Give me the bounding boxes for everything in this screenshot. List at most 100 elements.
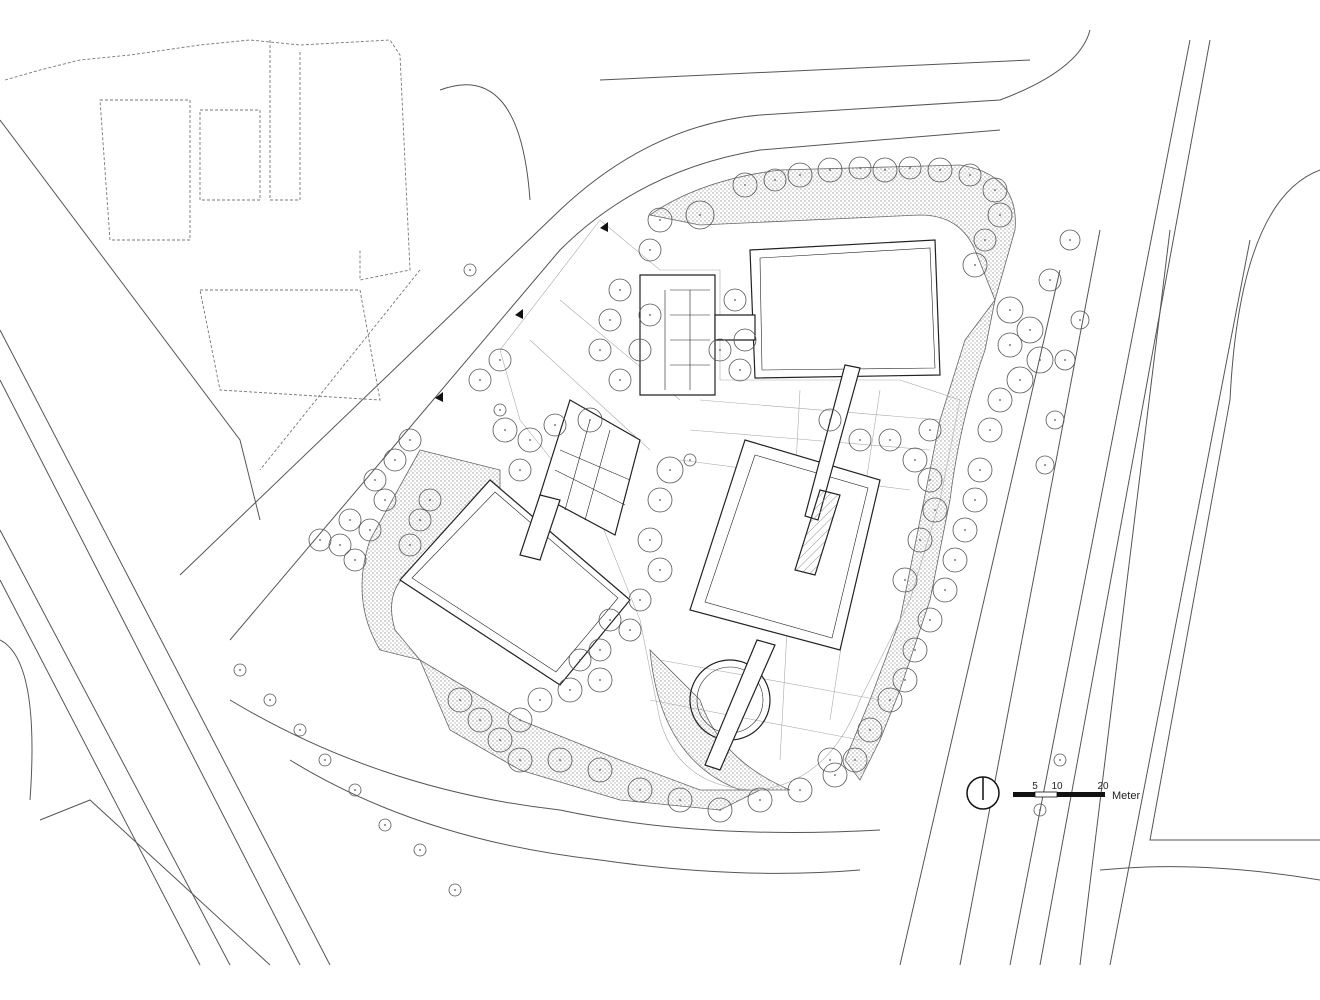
tree-icon	[448, 883, 462, 897]
road-edge-left-1	[0, 119, 261, 521]
tree-trunk-mark	[829, 419, 831, 421]
tree-icon	[587, 667, 613, 693]
tree-trunk-mark	[1054, 419, 1056, 421]
tree-trunk-mark	[759, 799, 761, 801]
tree-icon	[328, 533, 352, 557]
tree-icon	[627, 777, 653, 803]
tree-trunk-mark	[639, 349, 641, 351]
tree-icon	[1016, 316, 1044, 344]
tree-trunk-mark	[1079, 319, 1081, 321]
tree-trunk-mark	[889, 699, 891, 701]
tree-icon	[917, 467, 943, 493]
bottom-road	[229, 699, 881, 833]
road-edge-left-4	[0, 529, 231, 966]
tree-trunk-mark	[384, 824, 386, 826]
tree-trunk-mark	[799, 174, 801, 176]
tree-trunk-mark	[964, 529, 966, 531]
tree-icon	[608, 368, 632, 392]
tree-trunk-mark	[619, 289, 621, 291]
tree-trunk-mark	[854, 759, 856, 761]
tree-trunk-mark	[1064, 359, 1066, 361]
tree-icon	[628, 588, 652, 612]
tree-trunk-mark	[649, 249, 651, 251]
tree-trunk-mark	[649, 314, 651, 316]
tree-icon	[418, 488, 442, 512]
tree-icon	[997, 332, 1023, 358]
tree-trunk-mark	[589, 419, 591, 421]
tree-icon	[1045, 410, 1065, 430]
tree-trunk-mark	[869, 729, 871, 731]
tree-trunk-mark	[1049, 279, 1051, 281]
bottom-road-2	[289, 759, 861, 874]
tree-icon	[787, 162, 813, 188]
tree-trunk-mark	[419, 849, 421, 851]
tree-trunk-mark	[929, 479, 931, 481]
tree-icon	[647, 487, 673, 513]
existing-block-left	[99, 99, 191, 241]
tree-icon	[487, 727, 513, 753]
tree-icon	[907, 527, 933, 553]
tree-icon	[488, 348, 512, 372]
tree-trunk-mark	[919, 539, 921, 541]
tree-icon	[637, 527, 663, 553]
tree-trunk-mark	[559, 759, 561, 761]
rotunda-outer	[689, 659, 771, 741]
tree-trunk-mark	[479, 719, 481, 721]
tree-trunk-mark	[669, 469, 671, 471]
connector-north	[714, 314, 756, 341]
existing-block-strip	[269, 40, 301, 201]
tree-trunk-mark	[599, 349, 601, 351]
tree-trunk-mark	[499, 359, 501, 361]
tree-trunk-mark	[979, 469, 981, 471]
road-edge-left-2	[0, 329, 331, 966]
tree-trunk-mark	[929, 619, 931, 621]
tree-icon	[685, 200, 715, 230]
tree-icon	[598, 608, 622, 632]
tree-trunk-mark	[354, 559, 356, 561]
tree-icon	[588, 638, 612, 662]
tree-icon	[962, 252, 988, 278]
tree-trunk-mark	[1009, 344, 1011, 346]
tree-trunk-mark	[719, 809, 721, 811]
scale-bar: 5 10 20 Meter	[1013, 781, 1140, 802]
tree-icon	[293, 723, 307, 737]
tree-icon	[942, 547, 968, 573]
tree-trunk-mark	[774, 179, 776, 181]
tree-icon	[1038, 268, 1062, 292]
tree-trunk-mark	[999, 214, 1001, 216]
roads	[0, 29, 1320, 966]
tree-trunk-mark	[914, 649, 916, 651]
tree-icon	[363, 468, 387, 492]
highway-edge-3	[1079, 229, 1171, 966]
tree-icon	[568, 648, 592, 672]
tree-trunk-mark	[1029, 329, 1031, 331]
tree-icon	[848, 428, 872, 452]
tree-icon	[857, 717, 883, 743]
existing-block-center	[199, 109, 261, 201]
tree-trunk-mark	[859, 167, 861, 169]
tree-icon	[383, 448, 407, 472]
entry-arrow-icon	[435, 392, 443, 402]
tree-trunk-mark	[689, 459, 691, 461]
tree-trunk-mark	[554, 424, 556, 426]
tree-icon	[892, 567, 918, 593]
tree-trunk-mark	[539, 699, 541, 701]
tree-icon	[733, 328, 757, 352]
tree-trunk-mark	[904, 679, 906, 681]
building-east-stair	[794, 489, 841, 576]
lower-left-block	[39, 799, 271, 966]
tree-trunk-mark	[469, 269, 471, 271]
tree-trunk-mark	[579, 659, 581, 661]
tree-icon	[987, 387, 1013, 413]
entry-arrow-icon	[515, 309, 523, 319]
tree-icon	[918, 418, 942, 442]
tree-icon	[557, 677, 583, 703]
tree-icon	[588, 338, 612, 362]
tree-icon	[892, 667, 918, 693]
tree-trunk-mark	[909, 167, 911, 169]
tree-icon	[318, 753, 332, 767]
tree-trunk-mark	[599, 679, 601, 681]
tree-icon	[398, 533, 422, 557]
tree-icon	[493, 403, 507, 417]
right-curve-road	[1149, 169, 1320, 841]
